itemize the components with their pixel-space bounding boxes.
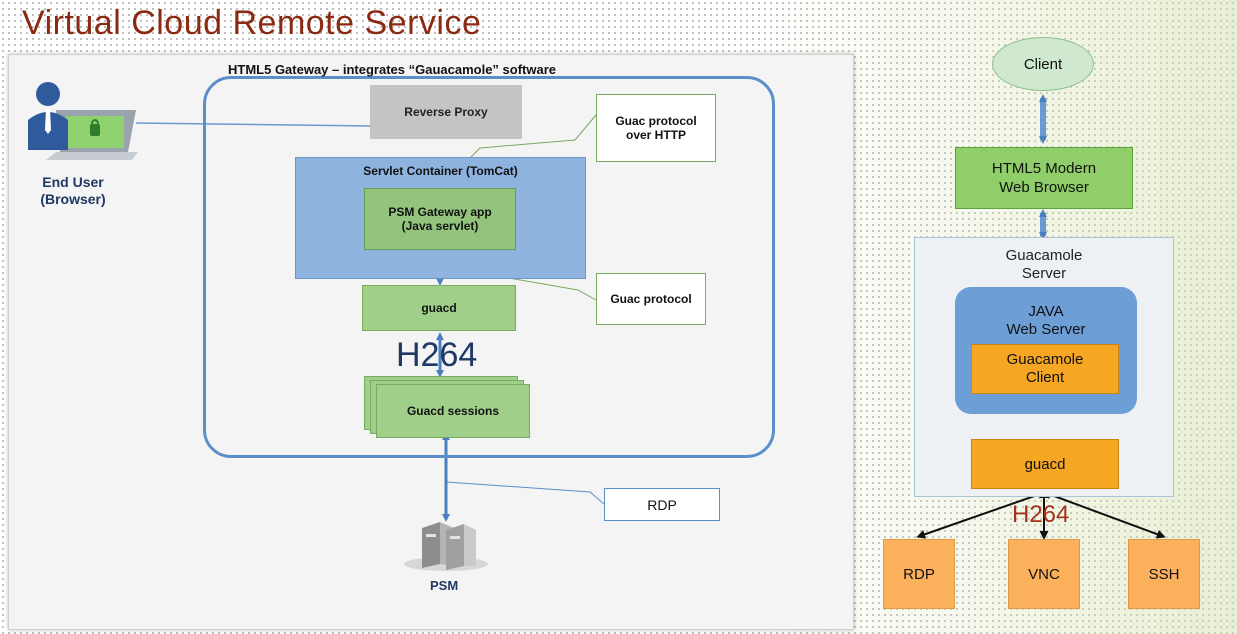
guacd-node: guacd [971, 439, 1119, 489]
vnc-node: VNC [1008, 539, 1080, 609]
http-callout-leader [469, 114, 597, 159]
ssh-node: SSH [1128, 539, 1200, 609]
java-web-server-label: JAVA Web Server [1006, 303, 1086, 338]
gateway-boundary [203, 76, 775, 458]
client-node: Client [992, 37, 1094, 91]
guacamole-server-label: Guacamole Server [1005, 247, 1083, 282]
h264-label-right: H264 [1012, 501, 1070, 528]
guacamole-client-box: Guacamole Client [971, 344, 1119, 394]
guacd-box: guacd [362, 285, 516, 331]
slide-title: Virtual Cloud Remote Service [22, 4, 482, 42]
end-user-label: End User (Browser) [40, 174, 106, 207]
guacd-sessions-box: Guacd sessions [376, 384, 530, 438]
user-to-proxy-line [135, 122, 373, 127]
guacd-ssh-arrow [1042, 490, 1166, 539]
callout-guac-http: Guac protocol over HTTP [596, 94, 716, 162]
guacd-rdp-arrow [916, 490, 1047, 539]
h264-label-left: H264 [396, 336, 478, 374]
reverse-proxy-box: Reverse Proxy [370, 85, 522, 139]
psm-label: PSM [430, 578, 459, 593]
rdp-callout-leader [445, 481, 605, 505]
psm-gateway-app-box: PSM Gateway app (Java servlet) [364, 188, 516, 250]
rdp-node: RDP [883, 539, 955, 609]
psm-server-icon [404, 522, 488, 571]
gateway-title: HTML5 Gateway – integrates “Gauacamole” … [228, 62, 556, 77]
servlet-container-label: Servlet Container (TomCat) [363, 164, 518, 178]
rdp-callout: RDP [604, 488, 720, 521]
browser-node: HTML5 Modern Web Browser [955, 147, 1133, 209]
callout-guac-protocol: Guac protocol [596, 273, 706, 325]
end-user-icon [28, 82, 138, 160]
